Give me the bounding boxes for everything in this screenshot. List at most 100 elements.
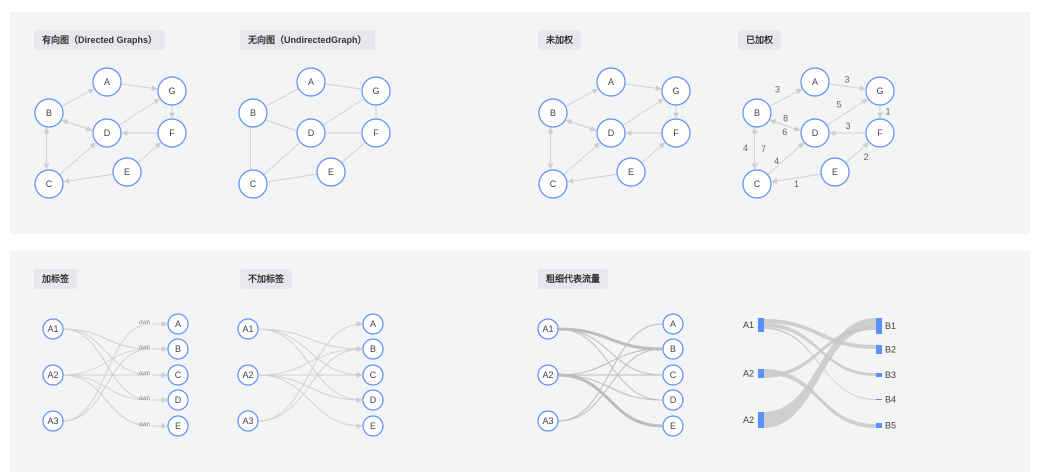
labeled-left-node-A1-circle (42, 318, 64, 340)
directed-edge-E-F (137, 142, 162, 164)
unweighted-node-G-circle (661, 76, 691, 106)
directed-node-F-label: F (169, 128, 175, 138)
weighted-node-B-circle (742, 98, 772, 128)
sankey-left-label-1: A1 (743, 320, 754, 330)
unlabeled-right-node-B: B (362, 338, 384, 360)
flow-right-node-D-circle (662, 389, 684, 411)
flow-left-node-A3: A3 (537, 410, 559, 432)
flow-link-A3-A (557, 323, 663, 422)
undirected-node-B-label: B (250, 108, 256, 118)
directed-node-A-label: A (104, 77, 110, 87)
weighted-node-C: C (742, 169, 772, 199)
flow-right-node-D-label: D (670, 395, 677, 405)
unlabeled-link-A3-A (257, 321, 363, 422)
labeled-link-A1-D (62, 328, 151, 401)
undirected-node-A-circle (296, 67, 326, 97)
directed-node-B: B (34, 98, 64, 128)
unlabeled-graph-title: 不加标签 (240, 269, 293, 289)
labeled-right-node-D: D (167, 389, 189, 411)
weighted-weight-A-G: 3 (844, 74, 849, 84)
sankey-right-label-B2: B2 (885, 345, 896, 355)
flow-link-A2-E (557, 373, 663, 428)
unlabeled-right-node-A-circle (362, 313, 384, 335)
undirected-node-E-circle (316, 157, 346, 187)
weighted-edge-E-F (845, 142, 870, 164)
flow-right-node-E-circle (662, 415, 684, 437)
directed-node-E: E (112, 157, 142, 187)
flow-link-A1-B (557, 327, 663, 351)
unlabeled-left-node-A1: A1 (237, 318, 259, 340)
labeled-link-A3-B (62, 348, 151, 422)
undirected-node-G: G (361, 76, 391, 106)
undirected-node-E: E (316, 157, 346, 187)
weighted-edge-A-G (828, 83, 866, 92)
flow-right-node-C-label: C (670, 370, 677, 380)
labeled-left-node-A2-label: A2 (47, 370, 58, 380)
undirected-node-B-circle (238, 98, 268, 128)
labeled-link-A1-C (62, 328, 151, 376)
sankey-left-node-2 (758, 369, 764, 378)
labeled-left-node-A3: A3 (42, 410, 64, 432)
directed-node-G: G (157, 76, 187, 106)
flow-right-node-E-label: E (670, 421, 676, 431)
labeled-right-node-B-label: B (175, 344, 181, 354)
labeled-edge-label-D: own (139, 396, 150, 402)
unlabeled-left-node-A2-label: A2 (242, 370, 253, 380)
undirected-node-E-label: E (328, 167, 334, 177)
flow-right-node-B-label: B (670, 344, 676, 354)
directed-node-G-circle (157, 76, 187, 106)
labeled-right-node-A-circle (167, 313, 189, 335)
flow-right-node-B-circle (662, 338, 684, 360)
weighted-weight-C-B: 7 (761, 144, 766, 154)
unlabeled-left-node-A2-circle (237, 364, 259, 386)
directed-node-B-circle (34, 98, 64, 128)
weighted-node-E: E (820, 157, 850, 187)
weighted-weight-B-A: 3 (775, 85, 780, 95)
labeled-link-A2-E (62, 374, 151, 427)
unlabeled-right-node-C-label: C (370, 370, 377, 380)
unweighted-node-B-label: B (550, 108, 556, 118)
weighted-node-G-label: G (876, 86, 883, 96)
unlabeled-right-node-B-circle (362, 338, 384, 360)
weighted-node-E-circle (820, 157, 850, 187)
weighted-weight-B-C: 4 (743, 143, 748, 153)
flow-left-node-A2-circle (537, 364, 559, 386)
sankey-right-node-B1 (876, 318, 882, 334)
flow-left-node-A1-label: A1 (542, 324, 553, 334)
unweighted-node-C-label: C (550, 179, 557, 189)
labeled-link-A1-B (62, 328, 151, 350)
unweighted-node-D: D (596, 118, 626, 148)
undirected-edge-A-G (324, 83, 362, 90)
labeled-right-node-A: A (167, 313, 189, 335)
labeled-right-node-D-label: D (175, 395, 182, 405)
weighted-edge-E-C (771, 173, 822, 184)
unweighted-node-C-circle (538, 169, 568, 199)
undirected-edge-E-F (341, 142, 365, 164)
flow-right-node-A-label: A (670, 319, 676, 329)
directed-node-D-circle (92, 118, 122, 148)
labeled-right-node-C-circle (167, 364, 189, 386)
unlabeled-right-node-C: C (362, 364, 384, 386)
weighted-edge-D-G (826, 98, 868, 126)
undirected-node-D-label: D (308, 128, 315, 138)
sankey-left-node-1 (758, 318, 764, 332)
sankey-right-node-B5 (876, 423, 882, 428)
weighted-node-A-circle (800, 67, 830, 97)
sankey-left-label-2: A2 (743, 369, 754, 379)
weighted-weight-F-D: 3 (845, 121, 850, 131)
unweighted-edge-B-D (565, 119, 597, 132)
unlabeled-left-node-A3: A3 (237, 410, 259, 432)
unweighted-node-A-label: A (608, 77, 614, 87)
unlabeled-right-node-B-label: B (370, 344, 376, 354)
undirected-edge-D-G (322, 98, 364, 126)
directed-edge-A-G (120, 83, 158, 92)
undirected-edge-C-D (263, 142, 301, 176)
unlabeled-right-node-E: E (362, 415, 384, 437)
sankey-right-node-B4 (876, 399, 882, 400)
labeled-left-node-A3-circle (42, 410, 64, 432)
unweighted-node-E-label: E (628, 167, 634, 177)
directed-node-C: C (34, 169, 64, 199)
undirected-node-G-circle (361, 76, 391, 106)
weighted-node-G-circle (865, 76, 895, 106)
directed-node-B-label: B (46, 108, 52, 118)
